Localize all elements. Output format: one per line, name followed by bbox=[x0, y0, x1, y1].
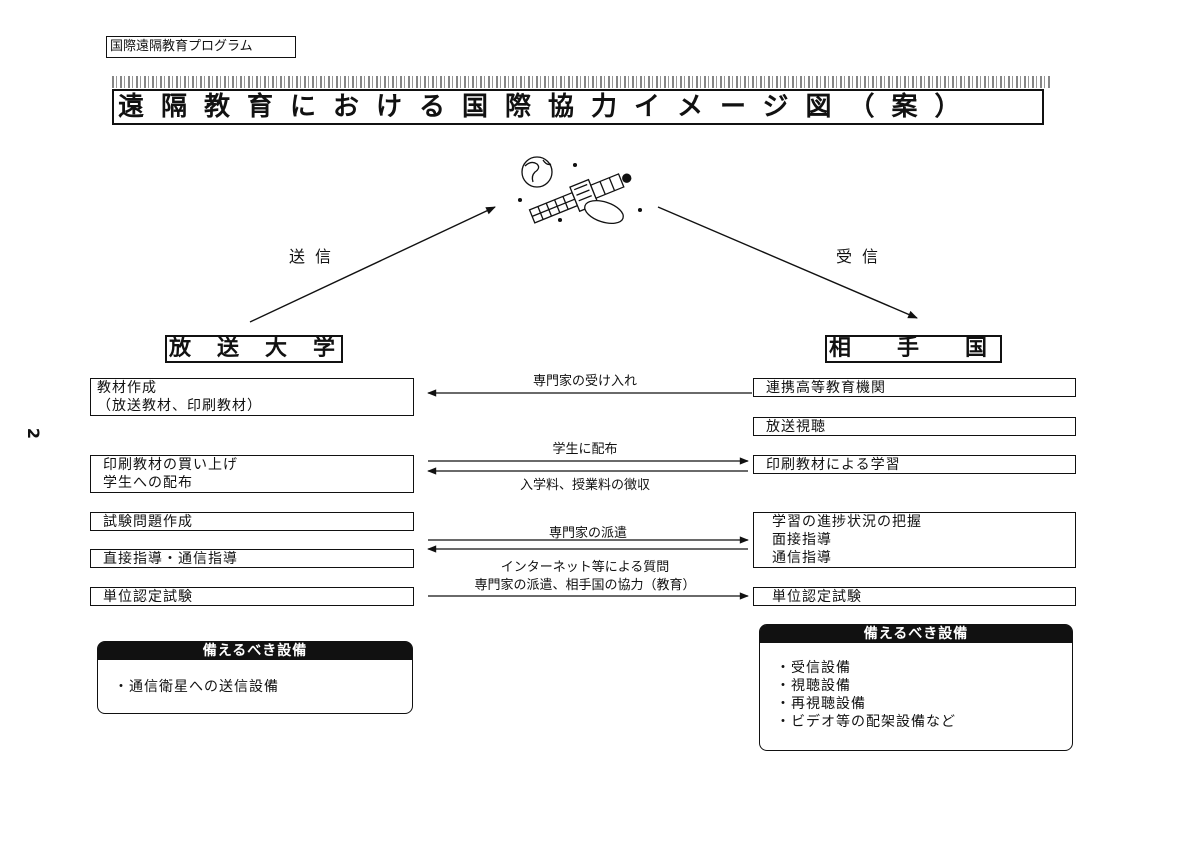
page-title: 遠隔教育における国際協力イメージ図（案） bbox=[112, 89, 1044, 125]
downlink-arrow bbox=[657, 206, 918, 319]
exam-creation-box: 試験問題作成 bbox=[90, 512, 414, 531]
internet-question-label: インターネット等による質問 bbox=[500, 560, 670, 575]
institution-box: 連携高等教育機関 bbox=[753, 378, 1076, 397]
print-study-label: 印刷教材による学習 bbox=[766, 457, 901, 473]
progress-box: 学習の進捗状況の把握 面接指導 通信指導 bbox=[753, 512, 1076, 568]
viewing-label: 放送視聴 bbox=[766, 419, 826, 435]
left-credit-exam-box: 単位認定試験 bbox=[90, 587, 414, 606]
right-equipment-item: ・ビデオ等の配架設備など bbox=[776, 714, 956, 730]
purchase-line-2: 学生への配布 bbox=[103, 475, 193, 491]
print-study-box: 印刷教材による学習 bbox=[753, 455, 1076, 474]
left-credit-exam-label: 単位認定試験 bbox=[103, 589, 193, 605]
distribute-label: 学生に配布 bbox=[552, 442, 618, 457]
purchase-line-1: 印刷教材の買い上げ bbox=[103, 457, 238, 473]
send-label: 送信 bbox=[289, 247, 342, 266]
right-credit-exam-box: 単位認定試験 bbox=[753, 587, 1076, 606]
accept-experts-label: 専門家の受け入れ bbox=[532, 374, 638, 389]
progress-line-2: 面接指導 bbox=[772, 532, 832, 548]
right-equipment-item: ・視聴設備 bbox=[776, 678, 851, 694]
left-equipment-item: ・通信衛星への送信設備 bbox=[114, 679, 279, 695]
fees-label: 入学料、授業料の徴収 bbox=[519, 478, 651, 493]
right-equipment-item: ・受信設備 bbox=[776, 660, 851, 676]
right-equipment-item: ・再視聴設備 bbox=[776, 696, 866, 712]
scan-noise-band bbox=[112, 76, 1052, 88]
right-credit-exam-label: 単位認定試験 bbox=[772, 589, 862, 605]
dispatch-label: 専門家の派遣 bbox=[548, 526, 628, 541]
materials-box: 教材作成 （放送教材、印刷教材） bbox=[90, 378, 414, 416]
left-equipment-heading: 備えるべき設備 bbox=[98, 642, 412, 660]
institution-label: 連携高等教育機関 bbox=[766, 380, 886, 396]
open-university-title: 放送大学 bbox=[165, 335, 343, 363]
right-equipment-panel: 備えるべき設備 ・受信設備 ・視聴設備 ・再視聴設備 ・ビデオ等の配架設備など bbox=[759, 624, 1073, 751]
purchase-box: 印刷教材の買い上げ 学生への配布 bbox=[90, 455, 414, 493]
program-tag: 国際遠隔教育プログラム bbox=[106, 36, 296, 58]
materials-line-2: （放送教材、印刷教材） bbox=[97, 398, 262, 414]
right-equipment-heading: 備えるべき設備 bbox=[760, 625, 1072, 643]
guidance-label: 直接指導・通信指導 bbox=[103, 551, 238, 567]
progress-line-1: 学習の進捗状況の把握 bbox=[772, 514, 922, 530]
materials-line-1: 教材作成 bbox=[97, 380, 157, 396]
uplink-arrow bbox=[249, 206, 496, 323]
guidance-box: 直接指導・通信指導 bbox=[90, 549, 414, 568]
left-equipment-panel: 備えるべき設備 ・通信衛星への送信設備 bbox=[97, 641, 413, 714]
receive-label: 受信 bbox=[836, 247, 889, 266]
progress-line-3: 通信指導 bbox=[772, 550, 832, 566]
partner-country-title: 相手国 bbox=[825, 335, 1002, 363]
cooperation-label: 専門家の派遣、相手国の協力（教育） bbox=[474, 578, 696, 593]
satellite-icon bbox=[517, 156, 643, 224]
exam-creation-label: 試験問題作成 bbox=[103, 514, 193, 530]
viewing-box: 放送視聴 bbox=[753, 417, 1076, 436]
